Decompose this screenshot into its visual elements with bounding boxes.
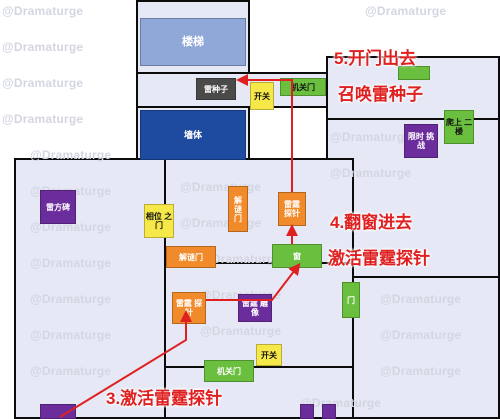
time-challenge-tile[interactable]: 限时 挑战	[404, 124, 438, 158]
switch-tile-bottom[interactable]: 开关	[256, 344, 282, 366]
step5-label-line1: 5.开门出去	[334, 49, 417, 68]
step4-label-line1: 4.翻窗进去	[330, 213, 413, 232]
east-room	[326, 118, 500, 278]
step5-label-line2: 召唤雷种子	[338, 85, 423, 104]
thunder-seed-tile[interactable]: 雷种子	[196, 78, 236, 100]
route-step3-arrow	[59, 310, 192, 418]
thunder-statue-tile[interactable]: 雷霆 雕像	[238, 294, 272, 322]
stairs-tile[interactable]: 楼梯	[140, 18, 246, 66]
southeast-room	[352, 276, 500, 419]
climb-second-floor-tile[interactable]: 爬上 二楼	[444, 110, 474, 144]
step4-label-line2: 激活雷霆探针	[328, 249, 430, 268]
puzzle-door-vertical-tile[interactable]: 解 谜 门	[228, 186, 248, 232]
thunder-stele-tile[interactable]: 雷方碑	[40, 190, 76, 224]
wall-tile: 墙体	[140, 110, 246, 160]
switch-tile-top[interactable]: 开关	[250, 82, 274, 110]
route-window-arrow	[206, 262, 301, 301]
door-tile[interactable]: 门	[342, 282, 360, 318]
thunder-probe-right-tile[interactable]: 雷霆 探针	[278, 192, 306, 226]
green-marker-ne	[398, 66, 430, 80]
puzzle-door-tile[interactable]: 解谜门	[166, 246, 216, 268]
west-hall	[14, 158, 166, 419]
mechanism-door-tile-bottom[interactable]: 机关门	[204, 360, 254, 382]
phase-door-tile[interactable]: 相位 之门	[144, 204, 174, 238]
step3-label: 3.激活雷霆探针	[106, 389, 223, 408]
route-step5-arrow	[236, 74, 293, 192]
